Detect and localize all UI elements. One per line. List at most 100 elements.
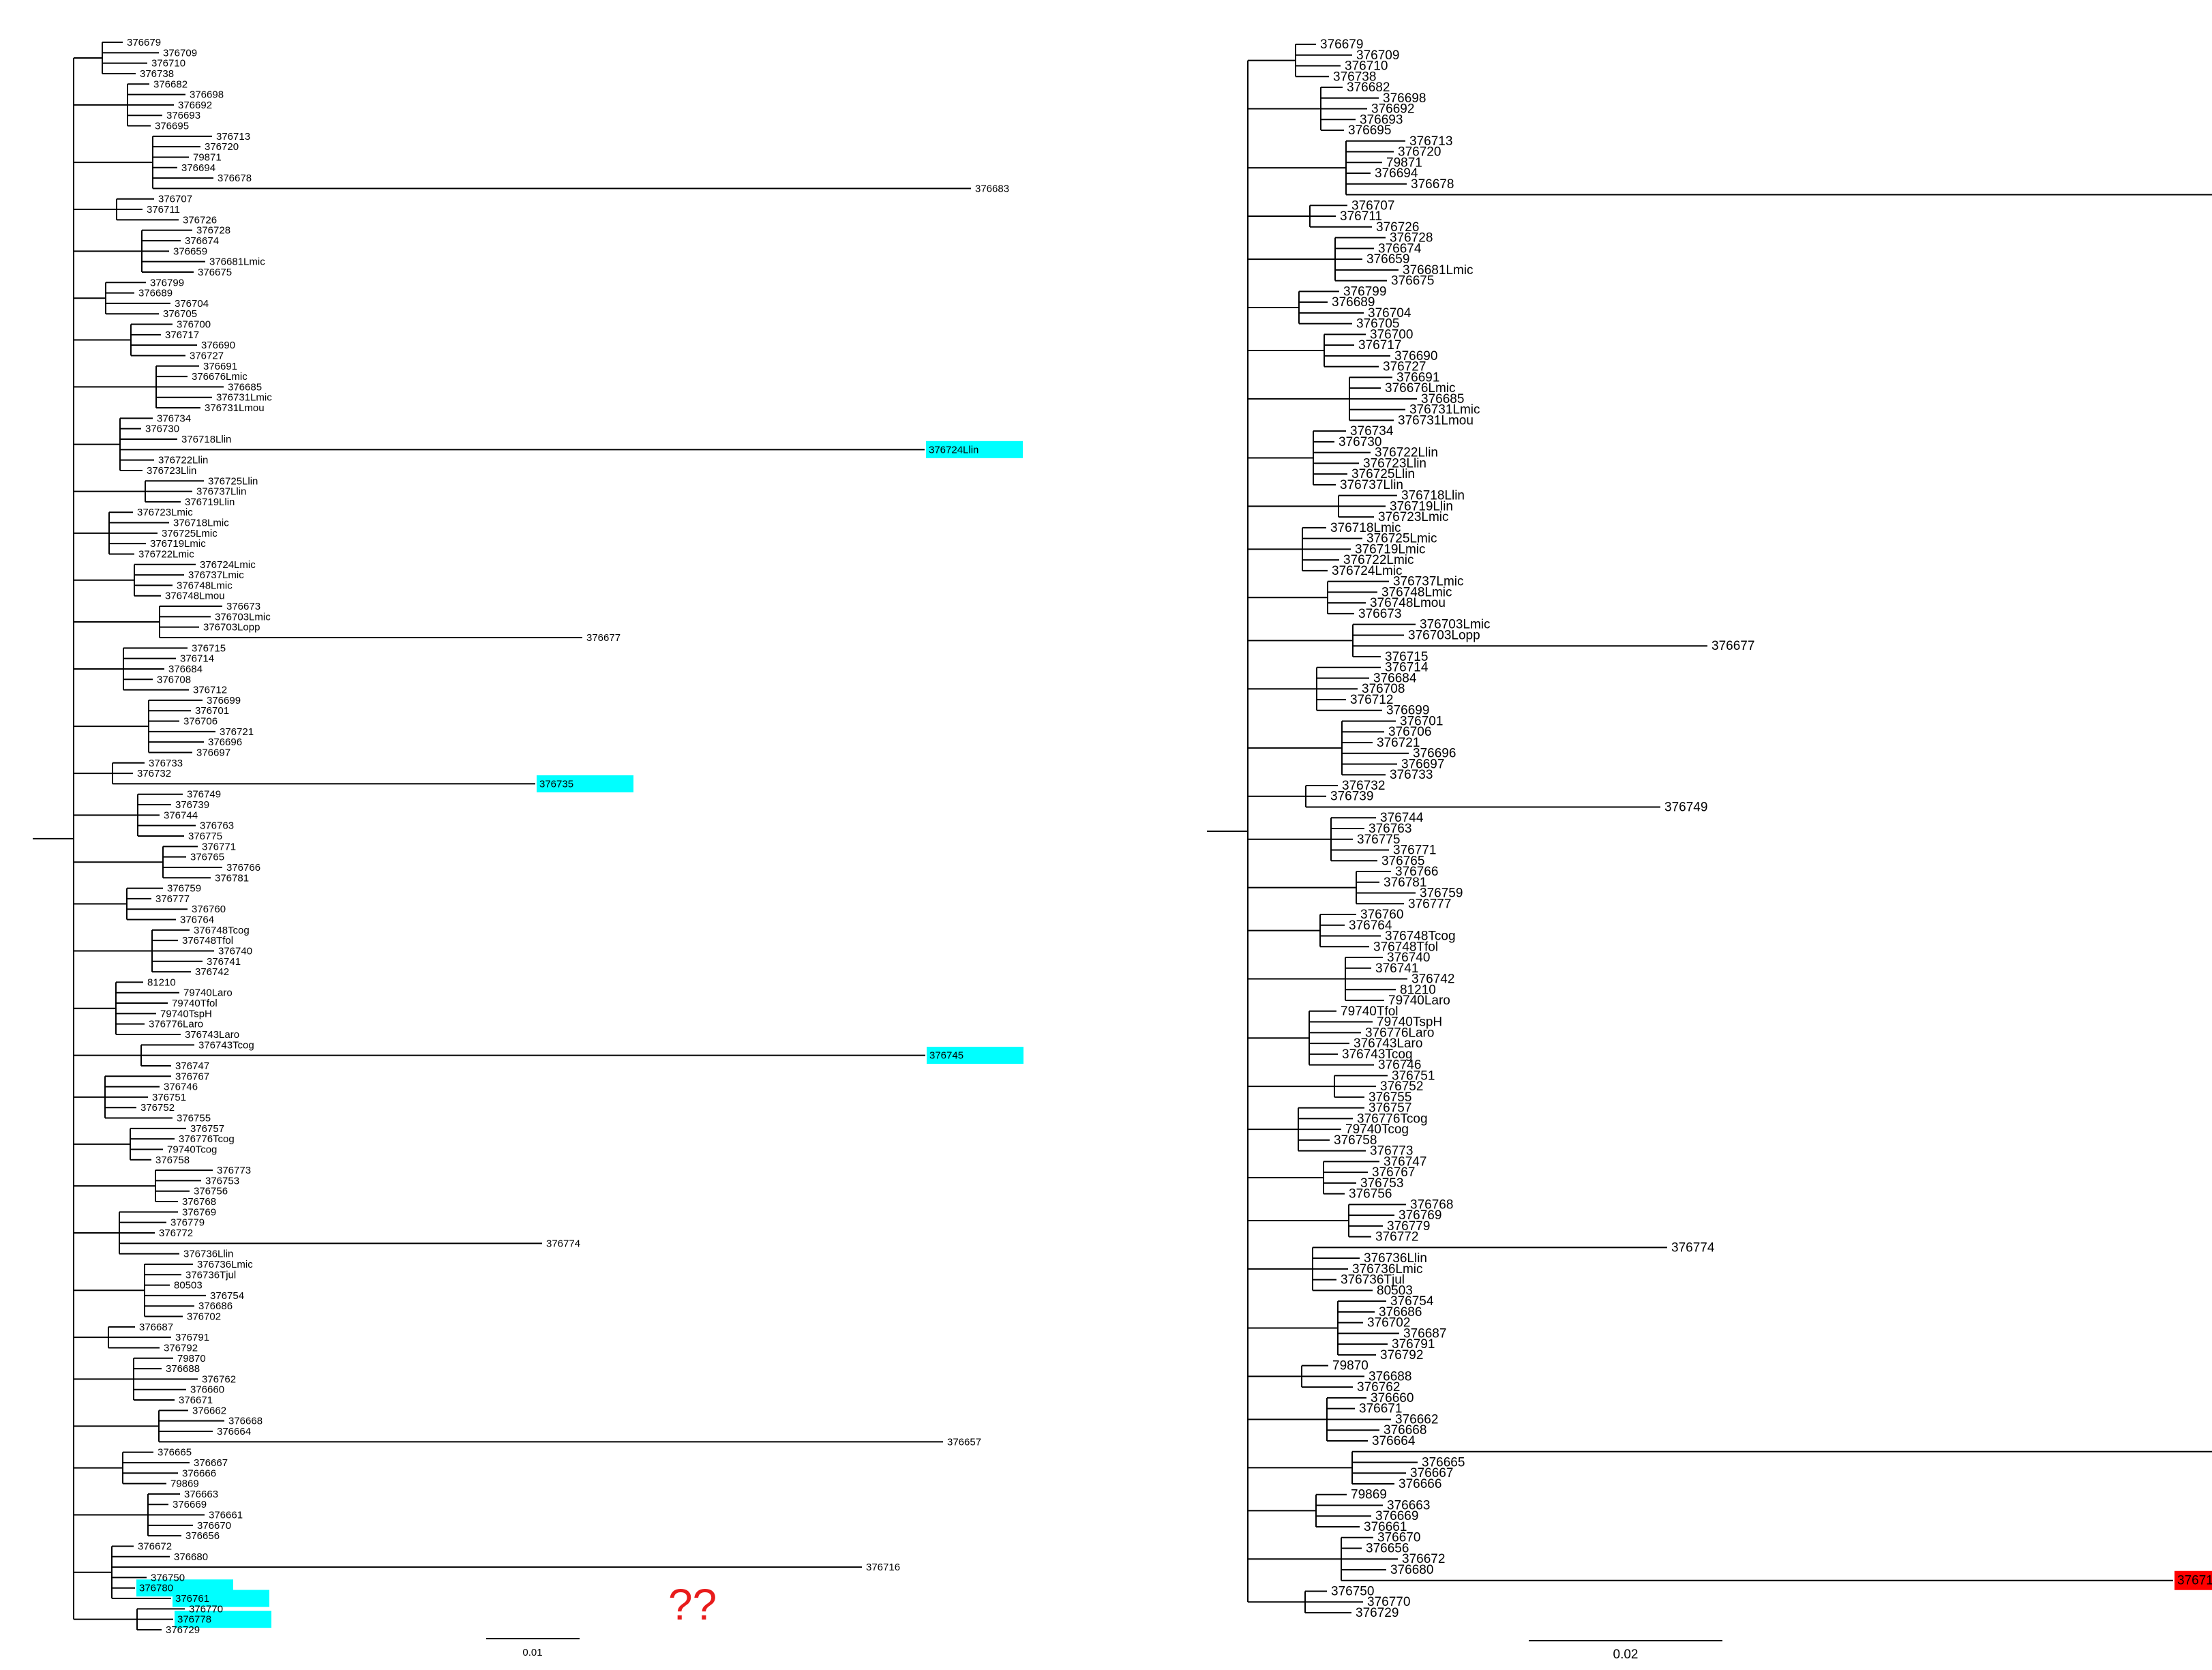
tip-label: 376765 bbox=[190, 852, 224, 863]
tip-label: 376725Lmic bbox=[162, 528, 218, 539]
tip-label: 376684 bbox=[1373, 671, 1417, 685]
tip-label: 376708 bbox=[1362, 682, 1405, 696]
tip-label: 376688 bbox=[166, 1363, 200, 1375]
tip-label: 376750 bbox=[151, 1572, 185, 1583]
highlight-box bbox=[173, 1590, 269, 1607]
tip-label: 376780 bbox=[139, 1583, 173, 1594]
tip-label: 376692 bbox=[1371, 102, 1414, 117]
tip-label: 376770 bbox=[189, 1603, 223, 1615]
tip-label: 376767 bbox=[1372, 1165, 1415, 1180]
tip-label: 376743Laro bbox=[185, 1029, 239, 1041]
tip-label: 376703Lmic bbox=[215, 611, 271, 623]
tip-label: 376759 bbox=[167, 883, 201, 895]
tip-label: 376748Tfol bbox=[182, 935, 233, 946]
tip-label: 376731Lmou bbox=[205, 402, 265, 414]
tip-label: 376681Lmic bbox=[1403, 263, 1474, 278]
tip-label: 81210 bbox=[147, 976, 176, 988]
tip-label: 376687 bbox=[139, 1322, 173, 1333]
tip-label: 376768 bbox=[1410, 1197, 1453, 1212]
tip-label: 376662 bbox=[192, 1405, 226, 1416]
tip-label: 376694 bbox=[1375, 166, 1418, 181]
tip-label: 79740Tcog bbox=[1345, 1122, 1409, 1137]
tip-label: 376660 bbox=[1371, 1391, 1414, 1405]
tip-label: 81210 bbox=[1400, 983, 1436, 997]
tip-label: 376673 bbox=[1358, 607, 1401, 621]
tip-label: 376666 bbox=[182, 1467, 216, 1479]
tip-label: 376727 bbox=[190, 350, 224, 361]
tip-label: 376744 bbox=[164, 809, 198, 821]
right-scale-bar-label: 0.02 bbox=[1613, 1647, 1639, 1662]
tip-label: 376678 bbox=[218, 173, 252, 184]
right-branches bbox=[1207, 44, 2212, 1613]
tip-label: 376702 bbox=[1367, 1316, 1410, 1330]
tip-label: 376680 bbox=[174, 1551, 208, 1563]
tip-label: 376707 bbox=[1351, 198, 1394, 213]
tip-label: 376659 bbox=[1366, 252, 1409, 267]
tip-label: 376791 bbox=[1392, 1337, 1435, 1352]
tip-label: 376732 bbox=[1342, 779, 1385, 793]
tip-label: 376765 bbox=[1381, 854, 1424, 868]
tip-label: 376685 bbox=[1421, 392, 1464, 406]
left-phylogenetic-tree: 3766793767093767103767383766823766983766… bbox=[33, 37, 1023, 1658]
tip-label: 376731Lmou bbox=[1398, 413, 1474, 428]
tip-label: 376766 bbox=[1395, 865, 1438, 879]
tip-label: 376748Lmou bbox=[1370, 596, 1446, 610]
tip-label: 376680 bbox=[1390, 1563, 1433, 1577]
tip-label: 376775 bbox=[188, 831, 222, 842]
tip-label: 376774 bbox=[546, 1238, 580, 1249]
tip-label: 376748Tcog bbox=[1385, 929, 1456, 944]
tip-label: 80503 bbox=[1377, 1283, 1413, 1298]
tip-label: 376736Tjul bbox=[185, 1269, 236, 1281]
tip-label: 376749 bbox=[187, 789, 221, 801]
tip-label: 376724Lmic bbox=[1332, 564, 1403, 578]
tip-label: 376661 bbox=[209, 1510, 243, 1521]
tip-label: 376691 bbox=[203, 361, 237, 372]
tip-label: 376754 bbox=[1390, 1294, 1434, 1309]
tip-label: 376776Laro bbox=[1365, 1026, 1434, 1040]
tip-label: 376699 bbox=[207, 695, 241, 706]
tip-label: 376752 bbox=[140, 1102, 175, 1114]
tip-label: 376684 bbox=[168, 663, 203, 675]
tip-label: 376727 bbox=[1383, 360, 1426, 374]
tip-label: 376737Llin bbox=[1340, 478, 1403, 492]
tip-label: 376799 bbox=[1343, 284, 1386, 299]
tip-label: 376665 bbox=[1422, 1455, 1465, 1470]
tip-label: 376777 bbox=[1408, 897, 1451, 911]
tip-label: 376722Lmic bbox=[1343, 553, 1414, 567]
tip-label: 376747 bbox=[1384, 1154, 1426, 1169]
tip-label: 376759 bbox=[1420, 886, 1463, 901]
tip-label: 376706 bbox=[1388, 725, 1431, 739]
tip-label: 376777 bbox=[155, 893, 190, 905]
tip-label: 376670 bbox=[1377, 1531, 1420, 1545]
tip-label: 376754 bbox=[210, 1290, 244, 1302]
tip-label: 376718Lmic bbox=[1330, 521, 1401, 535]
tip-label: 376737Lmic bbox=[1393, 575, 1464, 589]
tip-label: 376720 bbox=[1398, 145, 1441, 160]
highlight-box bbox=[2174, 1570, 2212, 1590]
tip-label: 376662 bbox=[1395, 1412, 1438, 1427]
right-tip-labels: 3766793767093767103767383766823766983766… bbox=[1320, 38, 2212, 1620]
tip-label: 376736Tjul bbox=[1341, 1273, 1405, 1287]
tip-label: 376736Lmic bbox=[1352, 1262, 1423, 1277]
tip-label: 376724Lmic bbox=[200, 559, 256, 571]
tip-label: 376750 bbox=[1331, 1584, 1374, 1598]
tip-label: 376707 bbox=[158, 194, 192, 205]
tip-label: 79740Tfol bbox=[1341, 1004, 1399, 1019]
tip-label: 376729 bbox=[1356, 1606, 1399, 1620]
tip-label: 376760 bbox=[192, 904, 226, 915]
tip-label: 79740Laro bbox=[1388, 994, 1450, 1008]
tip-label: 376706 bbox=[183, 716, 218, 728]
tip-label: 376736Llin bbox=[1364, 1251, 1427, 1266]
tip-label: 376731Lmic bbox=[1409, 403, 1480, 417]
tip-label: 376689 bbox=[1332, 295, 1375, 310]
tip-label: 376773 bbox=[217, 1165, 251, 1176]
tip-label: 376705 bbox=[163, 308, 197, 320]
tip-label: 376728 bbox=[1390, 231, 1433, 245]
tip-label: 376712 bbox=[1350, 693, 1393, 707]
right-phylogenetic-tree: 3766793767093767103767383766823766983766… bbox=[1207, 38, 2212, 1662]
tip-label: 376660 bbox=[190, 1384, 224, 1396]
tip-label: 376656 bbox=[185, 1530, 220, 1542]
tip-label: 376748Lmou bbox=[165, 591, 225, 602]
tip-label: 376709 bbox=[163, 47, 197, 59]
tip-label: 376656 bbox=[1366, 1541, 1409, 1555]
